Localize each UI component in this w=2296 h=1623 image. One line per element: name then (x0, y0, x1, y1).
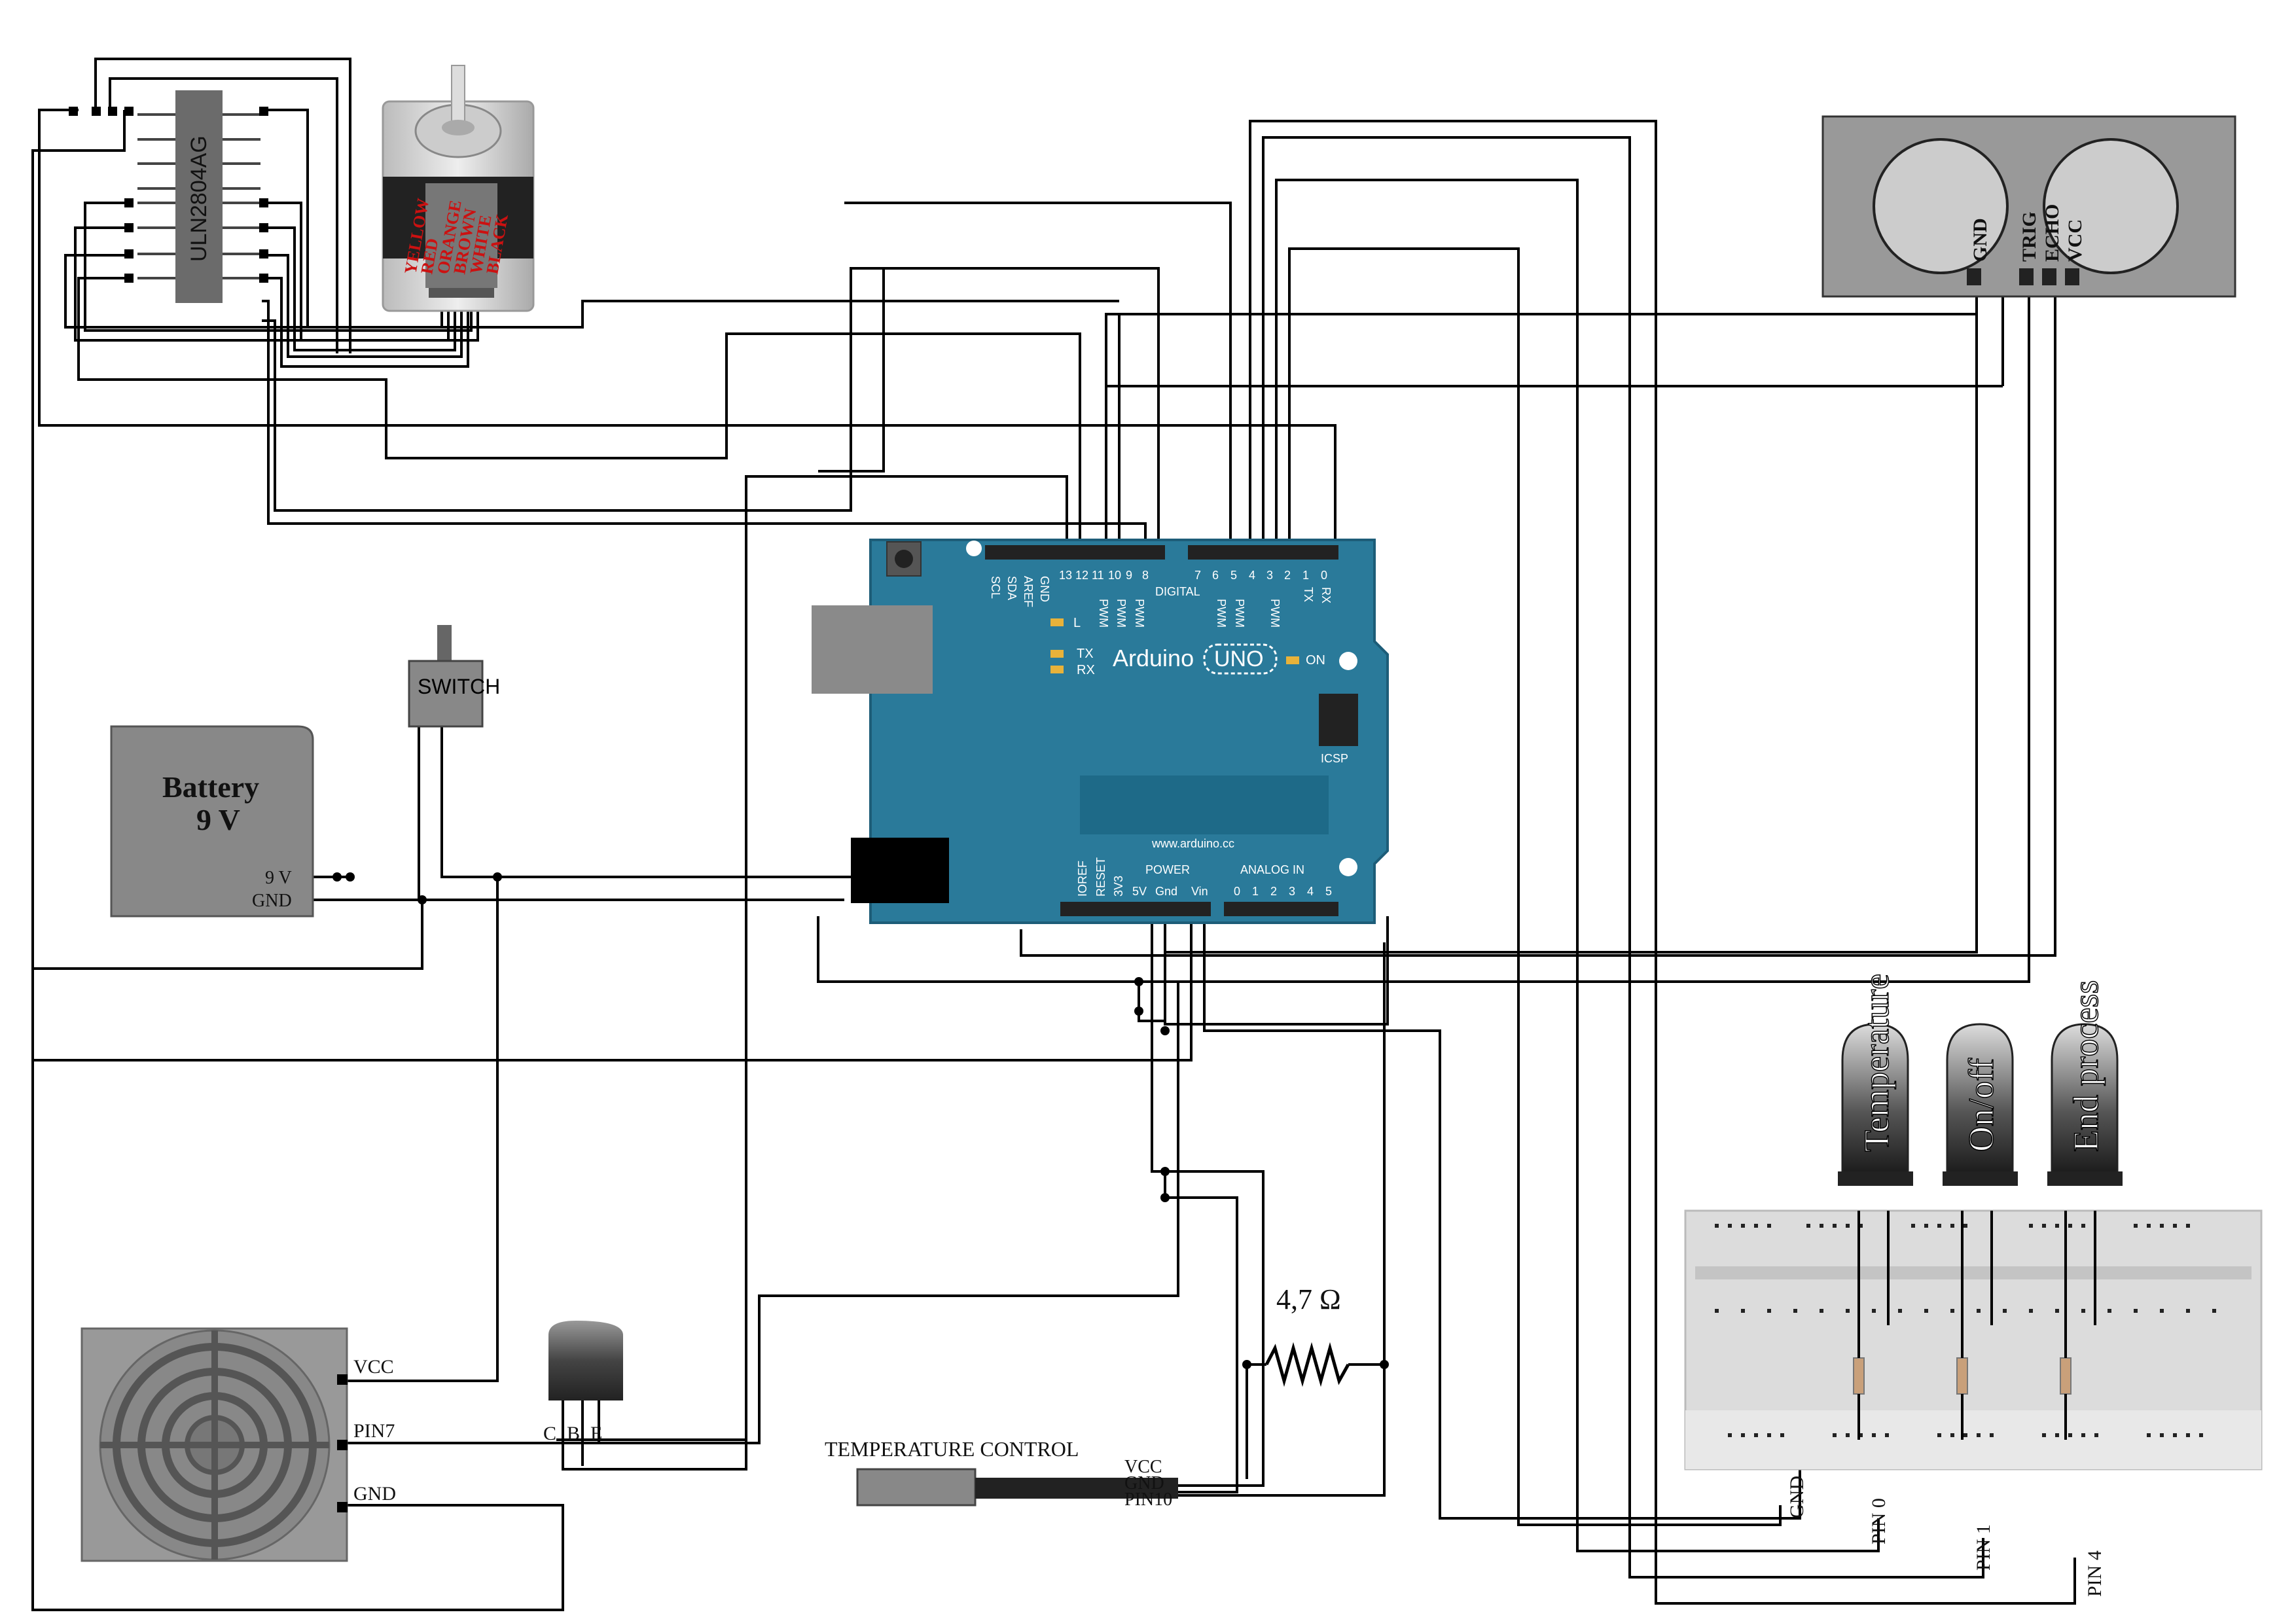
battery-voltage: 9 V (196, 803, 240, 836)
transistor-pin-label: C (543, 1423, 556, 1444)
cooling-fan: VCC PIN7 GND (81, 1327, 396, 1562)
arduino-analog-pin: 1 (1252, 885, 1259, 898)
battery-9v: Battery 9 V 9 V GND (110, 725, 314, 918)
arduino-analog-pin: 3 (1289, 885, 1295, 898)
arduino-rx-pin-label: RX (1319, 587, 1333, 603)
arduino-digital-pin: 3 (1266, 569, 1273, 582)
temperature-sensor: TEMPERATURE CONTROL VCC GND PIN10 (825, 1437, 1178, 1510)
led-temperature: Temperature (1838, 973, 1913, 1186)
stepper-motor: YELLOW RED ORANGE BROWN WHITE BLACK (382, 65, 535, 312)
arduino-digital-pin: 7 (1194, 569, 1201, 582)
arduino-digital-pin: 13 (1059, 569, 1072, 582)
ultrasonic-pin-label: TRIG (2018, 211, 2040, 262)
arduino-header-label: SDA (1005, 576, 1018, 600)
breadboard: GND PIN 0 PIN 1 PIN 4 (1684, 1209, 2263, 1597)
arduino-tx-pin-label: TX (1302, 587, 1315, 602)
arduino-digital-pin: 0 (1321, 569, 1327, 582)
arduino-digital-label: DIGITAL (1155, 585, 1200, 598)
resistor-label: 4,7 Ω (1276, 1283, 1341, 1315)
arduino-digital-pin: 11 (1092, 569, 1104, 582)
breadboard-pin-label: PIN 1 (1973, 1524, 1994, 1571)
arduino-pwm-label: PWM (1215, 599, 1228, 628)
arduino-analog-pin: 4 (1307, 885, 1314, 898)
arduino-icsp-label: ICSP (1321, 752, 1348, 765)
arduino-tx-label: TX (1077, 647, 1094, 661)
battery-gnd-pin-label: GND (252, 891, 292, 911)
arduino-digital-pin: 4 (1249, 569, 1255, 582)
arduino-digital-pin: 9 (1126, 569, 1132, 582)
arduino-header-label: SCL (989, 576, 1002, 599)
arduino-header-label: GND (1038, 576, 1051, 602)
uln2804ag-chip: ULN2804AG (69, 90, 268, 303)
temp-sensor-label: TEMPERATURE CONTROL (825, 1437, 1079, 1461)
led-label: End process (2066, 980, 2106, 1152)
breadboard-pin-label: PIN 4 (2084, 1550, 2106, 1597)
arduino-digital-pin: 12 (1075, 569, 1088, 582)
arduino-digital-pin: 2 (1284, 569, 1291, 582)
led-end-process: End process (2047, 980, 2123, 1186)
switch[interactable]: SWITCH (408, 625, 500, 728)
arduino-power-pin: 3V3 (1112, 876, 1125, 897)
arduino-model: UNO (1214, 647, 1264, 671)
switch-label: SWITCH (418, 675, 500, 698)
arduino-power-pin: RESET (1094, 857, 1107, 897)
arduino-header-label: AREF (1022, 576, 1035, 607)
fan-pin-label: GND (353, 1483, 396, 1505)
wire-junctions (332, 872, 1389, 1369)
transistor-pin-label: E (590, 1423, 602, 1444)
ultrasonic-pin-label: ECHO (2041, 204, 2063, 262)
led-label: Temperature (1857, 974, 1896, 1152)
arduino-l-label: L (1073, 616, 1081, 630)
arduino-power-pin: Gnd (1155, 885, 1177, 898)
arduino-analog-pin: 0 (1234, 885, 1240, 898)
battery-9v-pin-label: 9 V (265, 868, 292, 888)
temp-sensor-pin-label: VCC (1124, 1457, 1162, 1477)
breadboard-pin-label: PIN 0 (1868, 1498, 1890, 1544)
arduino-uno-board: SCL SDA AREF GND 13 12 11 10 9 8 7 6 5 4… (812, 539, 1389, 924)
breadboard-pin-label: GND (1786, 1476, 1808, 1518)
arduino-digital-pin: 8 (1142, 569, 1149, 582)
arduino-pwm-label: PWM (1133, 599, 1146, 628)
arduino-brand: Arduino (1113, 645, 1194, 671)
arduino-power-label: POWER (1145, 863, 1190, 876)
arduino-on-label: ON (1306, 653, 1325, 668)
arduino-analog-pin: 2 (1270, 885, 1277, 898)
arduino-digital-pin: 10 (1108, 569, 1121, 582)
fan-pin-label: VCC (353, 1356, 394, 1378)
arduino-power-pin: IOREF (1076, 861, 1089, 897)
arduino-analog-label: ANALOG IN (1240, 863, 1304, 876)
led-label: On/off (1962, 1058, 2001, 1152)
arduino-power-pin: 5V (1132, 885, 1147, 898)
arduino-digital-pin: 1 (1302, 569, 1309, 582)
battery-title: Battery (162, 770, 259, 804)
chip-label: ULN2804AG (187, 135, 211, 262)
arduino-digital-pin: 6 (1212, 569, 1219, 582)
ultrasonic-pin-label: VCC (2064, 219, 2086, 262)
arduino-digital-pin: 5 (1230, 569, 1237, 582)
temp-sensor-pin-label: GND (1124, 1473, 1164, 1493)
arduino-pwm-label: PWM (1115, 599, 1128, 628)
ultrasonic-sensor: GND TRIG ECHO VCC (1821, 115, 2236, 298)
transistor-pin-label: B (567, 1423, 580, 1444)
arduino-pwm-label: PWM (1268, 599, 1282, 628)
wires (31, 58, 2076, 1611)
led-on-off: On/off (1943, 1023, 2018, 1186)
arduino-analog-pin: 5 (1325, 885, 1332, 898)
resistor: 4,7 Ω (1265, 1283, 1350, 1387)
arduino-pwm-label: PWM (1097, 599, 1110, 628)
arduino-rx-label: RX (1077, 663, 1095, 677)
arduino-pwm-label: PWM (1233, 599, 1246, 628)
transistor: C B E (543, 1321, 623, 1466)
arduino-website: www.arduino.cc (1151, 837, 1234, 850)
temp-sensor-pin-label: PIN10 (1124, 1489, 1172, 1510)
ultrasonic-pin-label: GND (1969, 218, 1991, 262)
arduino-power-pin: Vin (1191, 885, 1208, 898)
fan-pin-label: PIN7 (353, 1420, 395, 1442)
